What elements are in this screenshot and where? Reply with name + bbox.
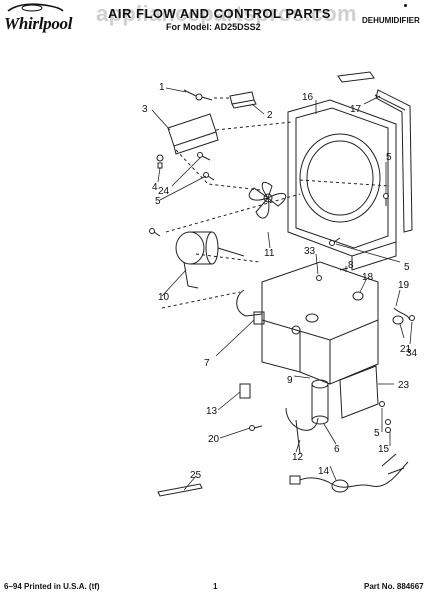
corner-dot xyxy=(404,4,407,7)
mounting-screws xyxy=(249,425,391,433)
category-label: DEHUMIDIFIER xyxy=(362,16,420,25)
callout-leaders xyxy=(151,87,413,491)
callout-20: 20 xyxy=(208,434,220,445)
fan-shroud-part xyxy=(287,99,397,271)
control-bracket-part xyxy=(167,113,219,155)
relay-switch-part xyxy=(239,383,251,399)
power-cord-part xyxy=(289,453,409,493)
callout-33: 33 xyxy=(304,246,316,257)
model-line: For Model: AD25DSS2 xyxy=(166,22,261,32)
screw-hardware xyxy=(149,152,389,246)
callout-14: 14 xyxy=(318,466,330,477)
sensor-lead-part xyxy=(183,89,213,101)
callout-numbers: 1 2 3 4 5 5 5 5 6 7 8 9 10 11 12 13 14 1… xyxy=(142,82,418,481)
page-title: AIR FLOW AND CONTROL PARTS xyxy=(108,6,331,21)
control-block-part xyxy=(229,91,257,109)
callout-18: 18 xyxy=(362,272,374,283)
callout-9: 9 xyxy=(287,375,293,386)
base-pan-part xyxy=(236,261,379,385)
callout-34: 34 xyxy=(406,348,418,359)
callout-16: 16 xyxy=(302,92,314,103)
brand-name: Whirlpool xyxy=(4,14,73,33)
fan-blade-part xyxy=(248,182,287,219)
callout-6: 6 xyxy=(334,444,340,455)
callout-12: 12 xyxy=(292,452,304,463)
callout-3: 3 xyxy=(142,104,148,115)
callout-4: 4 xyxy=(152,182,158,193)
callout-13: 13 xyxy=(206,406,218,417)
watermark: appliancepartspros.com xyxy=(96,1,357,26)
callout-5-right-top: 5 xyxy=(386,152,392,163)
callout-1: 1 xyxy=(159,82,165,93)
callout-25: 25 xyxy=(190,470,202,481)
callout-24: 24 xyxy=(158,186,170,197)
fan-motor-part xyxy=(175,231,245,289)
print-info: 6–94 Printed in U.S.A. (tf) xyxy=(4,582,100,591)
whirlpool-swirl-logo xyxy=(7,3,64,12)
callout-17: 17 xyxy=(350,104,362,115)
callout-10: 10 xyxy=(158,292,170,303)
callout-23: 23 xyxy=(398,380,410,391)
callout-5-right-mid: 5 xyxy=(404,262,410,273)
callout-19: 19 xyxy=(398,280,410,291)
callout-2: 2 xyxy=(267,110,273,121)
exploded-parts-diagram: 1 2 3 4 5 5 5 5 6 7 8 9 10 11 12 13 14 1… xyxy=(142,71,418,497)
callout-8: 8 xyxy=(348,260,354,271)
callout-15: 15 xyxy=(378,444,390,455)
small-hardware-parts xyxy=(316,267,415,425)
drain-tube-part xyxy=(157,483,203,497)
gasket-strip-part xyxy=(337,71,413,233)
page-number: 1 xyxy=(213,582,218,591)
assembly-leader-lines xyxy=(161,97,391,309)
callout-5-left: 5 xyxy=(155,196,161,207)
callout-21: 21 xyxy=(400,344,412,355)
capacitor-assembly-part xyxy=(285,379,329,455)
callout-7: 7 xyxy=(204,358,210,369)
side-panel-part xyxy=(339,365,379,419)
part-number: Part No. 884667 xyxy=(364,582,424,591)
callout-11: 11 xyxy=(264,248,275,259)
callout-5-lower: 5 xyxy=(374,428,380,439)
